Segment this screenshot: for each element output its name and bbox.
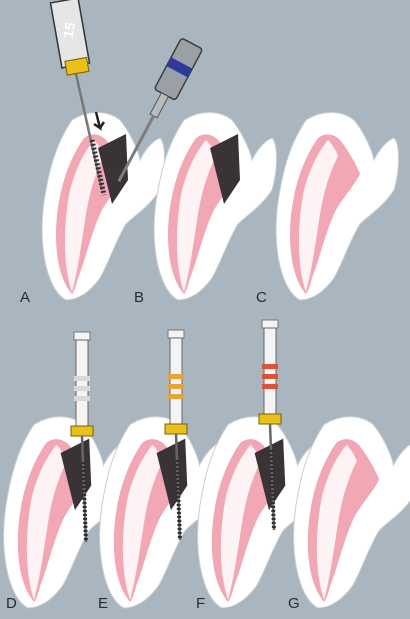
panel-label-d: D: [6, 595, 17, 612]
file-f-handle: [264, 328, 276, 414]
file-f-stopper: [259, 414, 281, 424]
ruler-number: 15: [60, 21, 78, 39]
file-f-band: [262, 364, 278, 369]
file-d-handle: [76, 340, 88, 426]
file-d-band: [74, 376, 90, 381]
panel-label-e: E: [98, 595, 108, 612]
file-d-band: [74, 396, 90, 401]
file-f-band: [262, 384, 278, 389]
panel-label-f: F: [196, 595, 205, 612]
file-d-band: [74, 386, 90, 391]
file-e-band: [168, 374, 184, 379]
file-f-cap: [262, 320, 278, 328]
file-e-band: [168, 394, 184, 399]
file-f-band: [262, 374, 278, 379]
file-e-cap: [168, 330, 184, 338]
file-d-cap: [74, 332, 90, 340]
panel-label-c: C: [256, 289, 267, 306]
panel-label-a: A: [20, 289, 30, 306]
file-d-stopper: [71, 426, 93, 436]
panel-label-g: G: [288, 595, 300, 612]
file-e-band: [168, 384, 184, 389]
file-e-handle: [170, 338, 182, 424]
file-e-stopper: [165, 424, 187, 434]
panel-label-b: B: [134, 289, 144, 306]
